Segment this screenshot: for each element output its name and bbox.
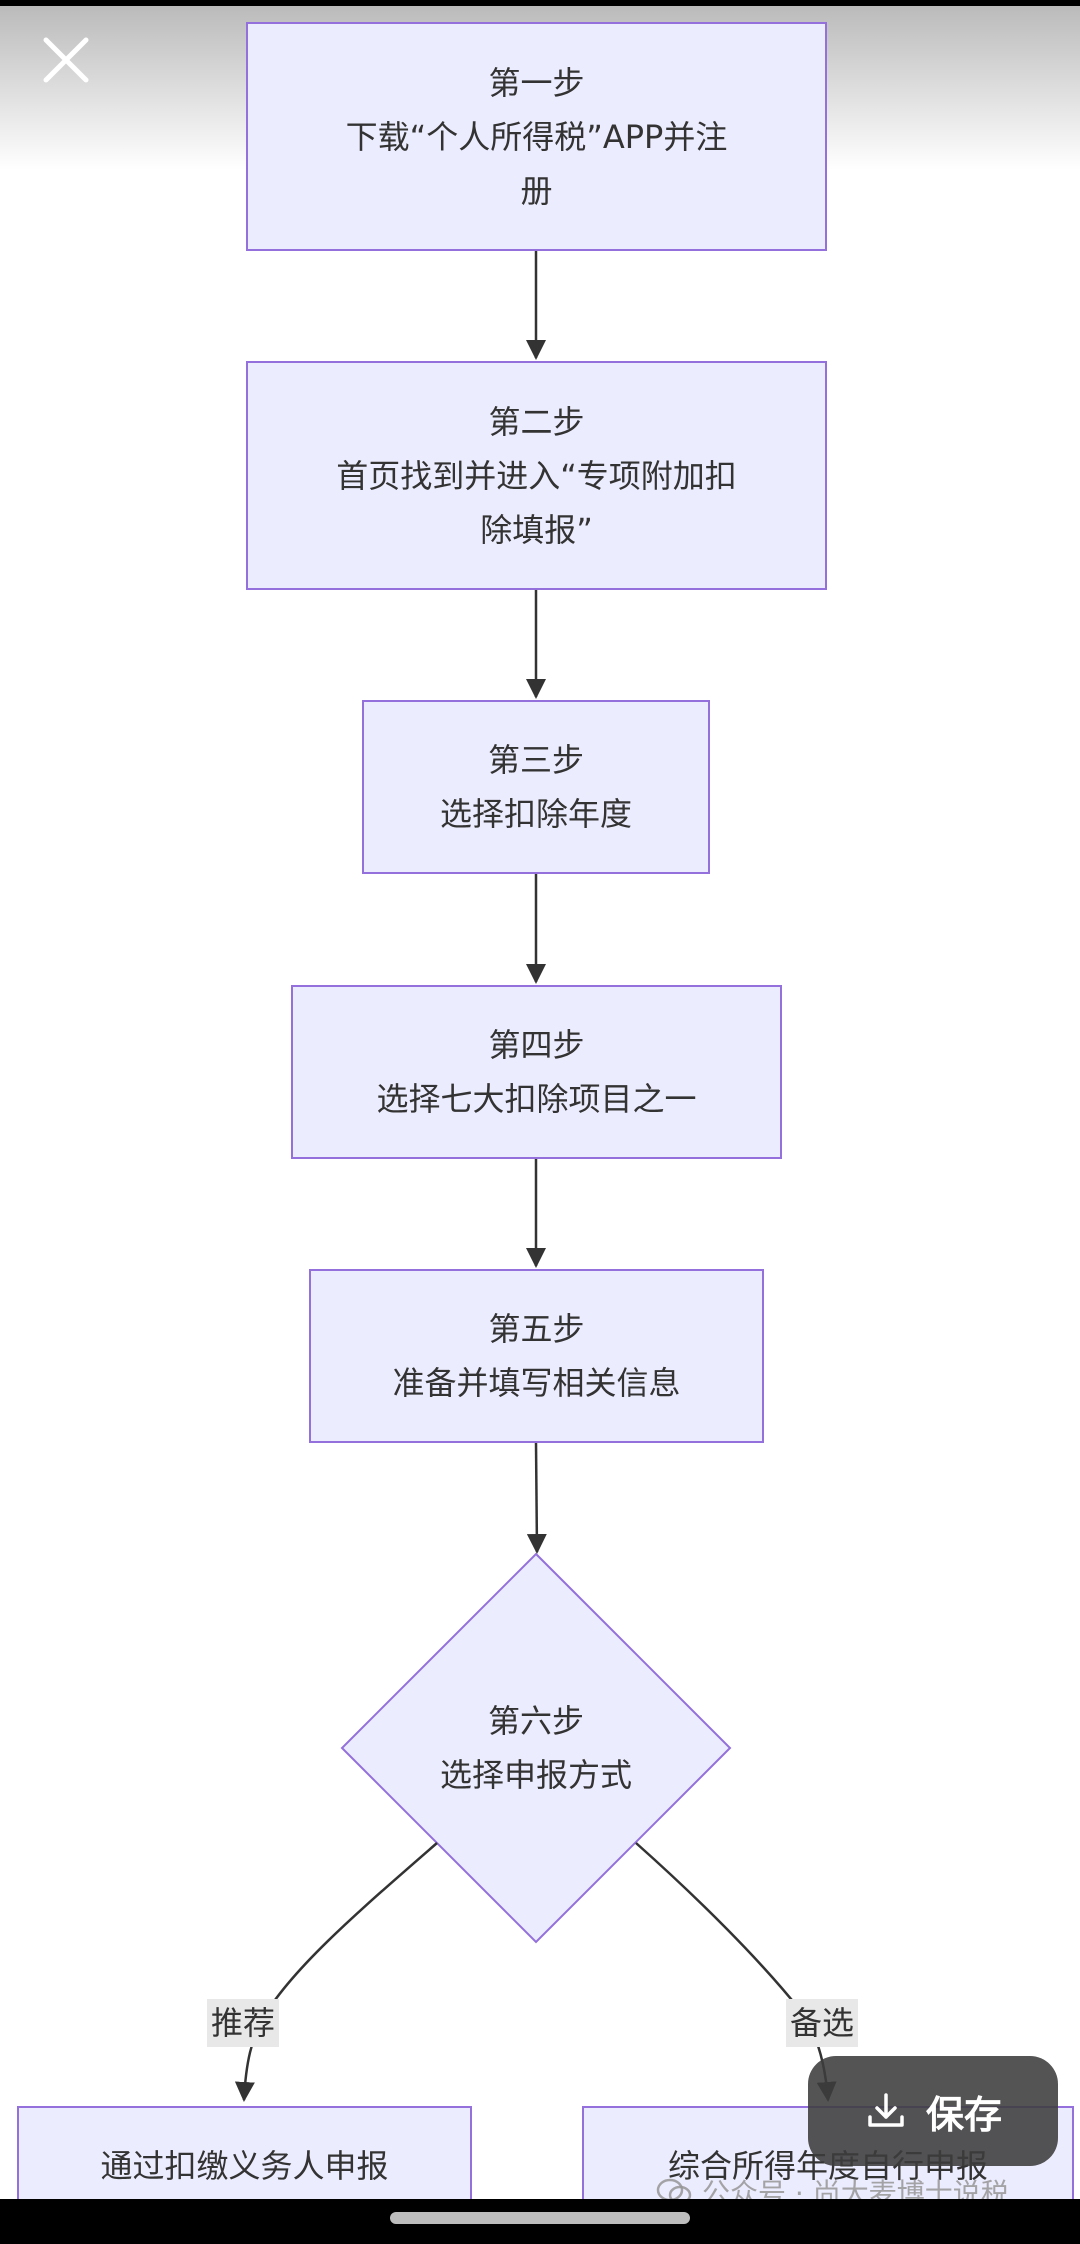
close-button[interactable] bbox=[36, 30, 96, 90]
status-bar-edge bbox=[0, 0, 1080, 6]
flow-step-1-text: 第一步 下载“个人所得税”APP并注 册 bbox=[345, 63, 728, 210]
flow-option-withholding-agent-text: 通过扣缴义务人申报 bbox=[100, 2147, 389, 2185]
save-button-label: 保存 bbox=[925, 2092, 1002, 2137]
save-button[interactable]: 保存 bbox=[808, 2056, 1058, 2166]
decision-diamond bbox=[340, 1552, 732, 1944]
flow-step-2: 第二步 首页找到并进入“专项附加扣 除填报” bbox=[246, 361, 827, 590]
edge-label-recommended: 推荐 bbox=[207, 1999, 280, 2047]
download-icon bbox=[868, 2093, 904, 2127]
close-icon bbox=[43, 37, 89, 83]
flow-step-3-text: 第三步 选择扣除年度 bbox=[439, 741, 632, 833]
edge-5-6 bbox=[526, 1442, 547, 1554]
flow-step-4-text: 第四步 选择七大扣除项目之一 bbox=[376, 1026, 697, 1118]
edge-label-alternative: 备选 bbox=[786, 1999, 859, 2047]
home-indicator[interactable] bbox=[390, 2212, 690, 2224]
flow-step-6: 第六步 选择申报方式 bbox=[396, 1678, 676, 1818]
flow-step-2-text: 第二步 首页找到并进入“专项附加扣 除填报” bbox=[336, 402, 737, 549]
flow-step-6-text: 第六步 选择申报方式 bbox=[439, 1702, 632, 1794]
flow-step-3: 第三步 选择扣除年度 bbox=[362, 700, 710, 874]
edge-6-optionB bbox=[635, 1842, 837, 2102]
flow-step-4: 第四步 选择七大扣除项目之一 bbox=[291, 985, 782, 1159]
flow-step-5: 第五步 准备并填写相关信息 bbox=[309, 1269, 764, 1443]
edge-6-optionA bbox=[234, 1842, 438, 2102]
flow-step-5-text: 第五步 准备并填写相关信息 bbox=[392, 1310, 681, 1402]
flow-step-1: 第一步 下载“个人所得税”APP并注 册 bbox=[246, 22, 827, 251]
